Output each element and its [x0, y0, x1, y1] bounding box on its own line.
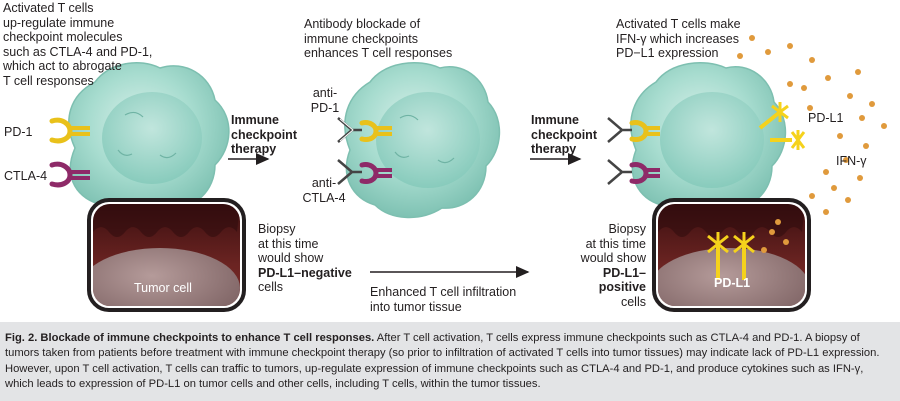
ctla4-receptor — [49, 161, 90, 188]
ifn-gamma-label: IFN-γ — [836, 154, 867, 168]
biopsy-line: Biopsy — [258, 222, 296, 236]
label-line: CTLA-4 — [302, 190, 346, 205]
ifn-gamma-dots — [737, 35, 887, 229]
arrow1-label: Immune checkpoint therapy — [231, 113, 297, 157]
anti-pd1-antibody — [337, 117, 392, 143]
panel1-line: T cell responses — [3, 73, 94, 88]
caption-body: After T cell activation, T cells express… — [5, 332, 880, 391]
label-line: PD-1 — [310, 100, 340, 115]
panel3-description: Activated T cells make IFN-γ which incre… — [616, 17, 741, 61]
panel2-description: Antibody blockade of immune checkpoints … — [304, 17, 452, 61]
arrow-label-line: therapy — [231, 142, 277, 156]
tumor-biopsy-box-3 — [652, 198, 811, 312]
panel3-line: Activated T cells make — [616, 17, 741, 31]
label-line: Enhanced T cell infiltration — [370, 285, 517, 299]
panel2-line: immune checkpoints — [304, 31, 418, 46]
panel1-line: up-regulate immune — [3, 15, 115, 30]
arrow2-label: Immune checkpoint therapy — [531, 113, 597, 157]
label-line: into tumor tissue — [370, 299, 462, 314]
panel1-line: which act to abrogate — [3, 59, 122, 73]
diagram-graphics — [49, 35, 887, 312]
t-cell-1 — [68, 61, 230, 219]
infiltration-label: Enhanced T cell infiltration into tumor … — [370, 285, 516, 314]
panel1-description: Activated T cells up-regulate immune che… — [3, 1, 152, 88]
tumor-cell-label: Tumor cell — [134, 281, 192, 295]
biopsy-line: at this time — [585, 236, 646, 251]
arrow-label-line: checkpoint — [531, 127, 597, 142]
biopsy-line: cells — [258, 280, 284, 294]
caption-title: Fig. 2. Blockade of immune checkpoints t… — [5, 332, 375, 344]
pd1-receptor — [49, 117, 90, 144]
panel3-line: IFN-γ which increases — [616, 31, 739, 46]
biopsy-line: would show — [258, 251, 324, 265]
panel1-line: Activated T cells — [3, 1, 94, 15]
pdl1-on-t-cell — [758, 102, 806, 150]
panel1-line: checkpoint molecules — [3, 30, 123, 44]
biopsy-line: would show — [580, 251, 646, 265]
ctla4-label: CTLA-4 — [4, 169, 48, 183]
biopsy-text-1: Biopsy at this time would show PD-L1–neg… — [258, 222, 352, 295]
arrow-label-line: Immune — [231, 113, 279, 127]
pdl1-label: PD-L1 — [808, 111, 844, 125]
anti-ctla4-antibody-3 — [607, 159, 660, 185]
label-line: anti- — [311, 176, 337, 190]
t-cell-2 — [344, 62, 501, 219]
anti-ctla4-antibody — [337, 159, 392, 185]
label-line: anti- — [312, 86, 338, 100]
biopsy-text-3: Biopsy at this time would show PD-L1–pos… — [560, 222, 646, 309]
biopsy-result: PD-L1–negative — [258, 265, 352, 280]
figure-caption: Fig. 2. Blockade of immune checkpoints t… — [0, 322, 900, 401]
anti-pd1-antibody-3 — [607, 117, 660, 143]
diagram: Activated T cells up-regulate immune che… — [3, 1, 887, 314]
anti-pd1-label: anti- PD-1 — [305, 86, 345, 115]
pdl1-tumor-label: PD-L1 — [714, 276, 751, 290]
panel2-line: Antibody blockade of — [304, 17, 421, 31]
tumor-biopsy-box-1 — [87, 198, 246, 312]
biopsy-result: PD-L1–positive — [598, 265, 646, 295]
t-cell-3 — [630, 62, 787, 219]
arrow-label-line: Immune — [531, 113, 579, 127]
biopsy-line: cells — [620, 294, 646, 309]
panel1-line: such as CTLA-4 and PD-1, — [3, 44, 153, 59]
arrow-label-line: therapy — [531, 142, 577, 156]
pd1-label: PD-1 — [4, 125, 33, 139]
panel3-line: PD−L1 expression — [616, 46, 719, 60]
biopsy-line: at this time — [258, 236, 319, 251]
arrow-label-line: checkpoint — [231, 127, 297, 142]
biopsy-line: Biopsy — [608, 222, 646, 236]
anti-ctla4-label: anti- CTLA-4 — [300, 176, 348, 205]
panel2-line: enhances T cell responses — [304, 46, 453, 60]
